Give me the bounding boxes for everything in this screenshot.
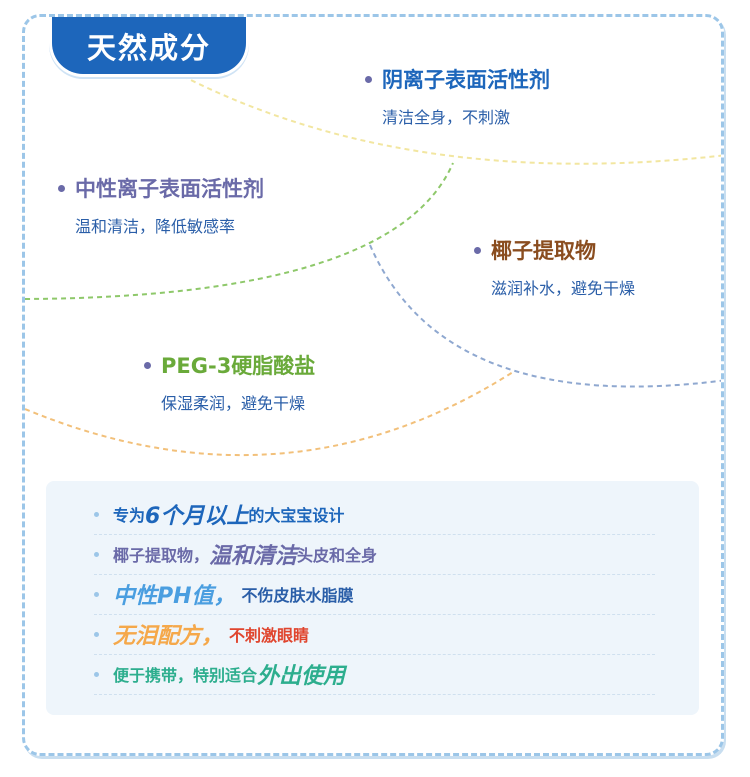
arc-yellow [174, 71, 721, 165]
feature-post: 不伤皮肤水脂膜 [241, 586, 354, 605]
ingredient-title: PEG-3硬脂酸盐 [161, 354, 316, 378]
feature-row: 便于携带，特别适合 外出使用 [94, 654, 655, 695]
ingredient-peg3: PEG-3硬脂酸盐 保湿柔润，避免干燥 [144, 350, 315, 414]
feature-emphasis: 外出使用 [257, 664, 346, 689]
bullet-dot [94, 671, 99, 677]
ingredient-desc: 滋润补水，避免干燥 [491, 279, 636, 298]
ingredient-title: 中性离子表面活性剂 [75, 177, 264, 201]
bullet-dot [94, 551, 99, 557]
feature-row: 椰子提取物， 温和清洁 头皮和全身 [94, 534, 655, 575]
feature-pre: 椰子提取物， [113, 546, 210, 565]
feature-row: 中性PH值， 不伤皮肤水脂膜 [94, 574, 655, 615]
feature-pre: 专为 [113, 506, 146, 525]
section-title: 天然成分 [86, 30, 211, 65]
ingredient-desc: 清洁全身，不刺激 [382, 108, 511, 127]
bullet-dot [94, 591, 99, 597]
ingredient-desc: 温和清洁，降低敏感率 [75, 217, 236, 236]
ingredient-title: 阴离子表面活性剂 [382, 68, 550, 92]
feature-row: 专为 6个月以上 的大宝宝设计 [94, 494, 655, 535]
feature-emphasis: 中性PH值， [113, 584, 236, 609]
bullet-dot [94, 511, 99, 517]
ingredient-desc: 保湿柔润，避免干燥 [161, 394, 306, 413]
feature-emphasis: 无泪配方， [113, 624, 224, 649]
feature-row: 无泪配方， 不刺激眼睛 [94, 614, 655, 655]
feature-pre: 便于携带，特别适合 [113, 666, 258, 685]
feature-emphasis: 6个月以上 [145, 504, 249, 529]
bullet-dot [94, 631, 99, 637]
feature-emphasis: 温和清洁 [209, 544, 298, 569]
feature-post: 不刺激眼睛 [229, 626, 310, 645]
section-title-tab: 天然成分 [49, 17, 249, 77]
ingredient-nonionic: 中性离子表面活性剂 温和清洁，降低敏感率 [58, 173, 264, 237]
bullet-dot [58, 184, 65, 192]
ingredient-anionic: 阴离子表面活性剂 清洁全身，不刺激 [365, 64, 550, 128]
bullet-dot [144, 361, 151, 369]
bullet-dot [365, 75, 372, 83]
bullet-dot [474, 246, 481, 254]
features-panel: 专为 6个月以上 的大宝宝设计 椰子提取物， 温和清洁 头皮和全身 中性PH值，… [46, 481, 699, 715]
ingredient-coconut: 椰子提取物 滋润补水，避免干燥 [474, 235, 635, 299]
arc-blue [369, 244, 721, 388]
arc-orange [25, 371, 514, 457]
decorative-arcs [25, 71, 721, 457]
ingredient-title: 椰子提取物 [491, 239, 596, 263]
feature-post: 头皮和全身 [297, 546, 378, 565]
feature-post: 的大宝宝设计 [248, 506, 345, 525]
